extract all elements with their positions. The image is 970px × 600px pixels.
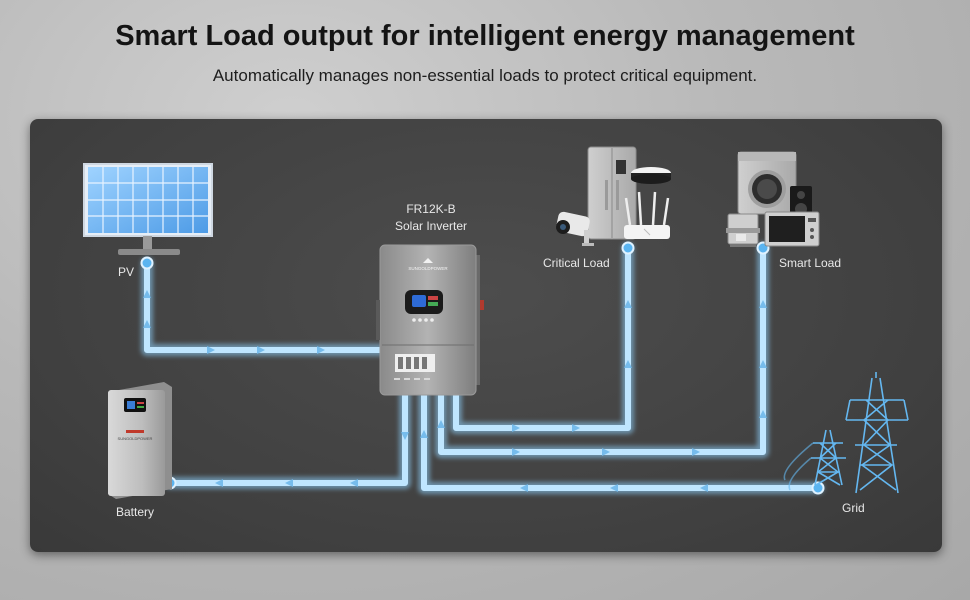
router-icon [624,191,670,239]
flow-arrows [143,290,767,492]
grid-label: Grid [842,501,865,515]
fridge-icon [587,146,637,240]
battery-icon: SUNGOLDPOWER [108,382,172,499]
battery-label: Battery [116,505,154,519]
pv-line [141,257,386,356]
critical-load-line [450,242,634,434]
solar-panel-icon [83,163,213,255]
camera-icon [556,211,594,246]
pv-node [140,256,154,270]
page-subtitle: Automatically manages non-essential load… [212,66,758,85]
microwave-icon [764,211,820,247]
smart-load-label: Smart Load [779,256,841,270]
grid-node [811,481,825,495]
inverter-name-label: Solar Inverter [395,219,467,233]
inverter-icon: SUNGOLDPOWER [376,244,484,396]
critical-load-label: Critical Load [543,256,610,270]
inverter-model-label: FR12K-B [406,202,455,216]
ceiling-light-icon [631,167,671,184]
smart-load-line [435,242,769,458]
flow-lines [141,242,824,494]
washing-machine-icon [737,151,797,215]
critical-load-node [621,241,635,255]
grid-line [418,389,824,494]
smart-load-devices [726,151,820,247]
pv-label: PV [118,265,134,279]
battery-line [164,389,411,489]
critical-load-devices [556,146,671,246]
battery-brand: SUNGOLDPOWER [118,436,153,441]
power-tower-icon [783,372,909,494]
page-title: Smart Load output for intelligent energy… [115,20,855,52]
coffee-machine-icon [726,213,760,247]
inverter-brand: SUNGOLDPOWER [408,266,448,271]
